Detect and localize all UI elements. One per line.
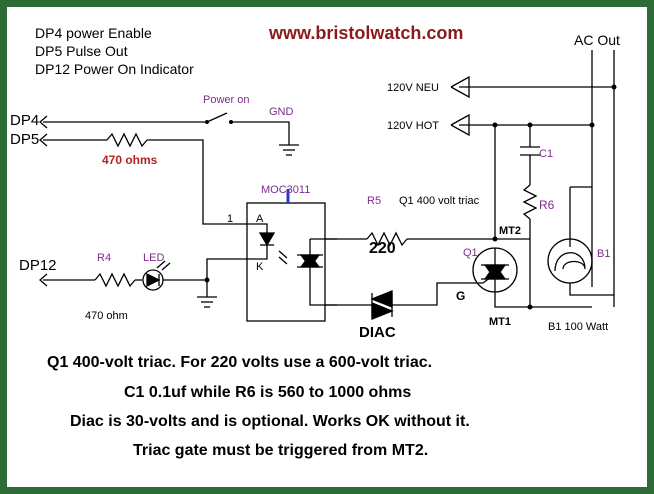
moc-label: MOC3011 xyxy=(261,184,310,196)
website-title: www.bristolwatch.com xyxy=(268,23,463,43)
r5-label: R5 xyxy=(367,195,381,207)
moc3011-box xyxy=(246,202,326,322)
schematic-frame: DP4 power Enable DP5 Pulse Out DP12 Powe… xyxy=(7,7,647,487)
diac-icon xyxy=(370,290,393,308)
gnd-label: GND xyxy=(269,106,294,118)
legend-line-1: DP4 power Enable xyxy=(35,25,152,41)
resistor-470-icon xyxy=(106,132,148,148)
dp5-arrow-icon xyxy=(39,133,48,147)
gate-wire xyxy=(392,282,483,306)
mt1-wire xyxy=(494,279,592,308)
dp4-arrow-icon xyxy=(39,115,48,129)
b1-desc-label: B1 100 Watt xyxy=(548,321,608,333)
mt2-wire xyxy=(407,125,496,240)
b1-label: B1 xyxy=(597,248,610,260)
r220-label: 220 xyxy=(369,240,396,257)
c1-label: C1 xyxy=(539,148,553,160)
r5-icon xyxy=(366,231,408,247)
neu-connector-icon xyxy=(450,75,470,99)
moc-led-icon xyxy=(258,232,276,247)
pin-a-label: A xyxy=(256,213,264,225)
g-label: G xyxy=(456,289,465,303)
r6-label: R6 xyxy=(539,198,555,212)
legend-line-3: DP12 Power On Indicator xyxy=(35,61,194,77)
note-3: Diac is 30-volts and is optional. Works … xyxy=(70,413,470,430)
dp12-label: DP12 xyxy=(19,257,57,274)
triac-schematic: DP4 power Enable DP5 Pulse Out DP12 Powe… xyxy=(10,23,620,459)
hot-connector-icon xyxy=(450,113,470,137)
dp5-label: DP5 xyxy=(10,131,39,148)
note-2: C1 0.1uf while R6 is 560 to 1000 ohms xyxy=(124,384,411,401)
note-1: Q1 400-volt triac. For 220 volts use a 6… xyxy=(47,354,432,371)
pin-k-label: K xyxy=(256,261,264,273)
mt1-label: MT1 xyxy=(489,316,511,328)
q1-desc-label: Q1 400 volt triac xyxy=(399,195,480,207)
dp4-label: DP4 xyxy=(10,112,39,129)
mt2-label: MT2 xyxy=(499,225,521,237)
r4-icon xyxy=(94,272,136,288)
legend-line-2: DP5 Pulse Out xyxy=(35,43,128,59)
pin1-label: 1 xyxy=(227,213,233,225)
dp5-to-anode-wire xyxy=(147,139,259,225)
power-on-label: Power on xyxy=(203,94,249,106)
r6-icon xyxy=(522,184,538,220)
q1-label: Q1 xyxy=(463,247,478,259)
switch-blade xyxy=(206,112,228,123)
r470-label: 470 ohms xyxy=(102,153,158,167)
led-label: LED xyxy=(143,252,164,264)
r4-label: R4 xyxy=(97,252,111,264)
note-4: Triac gate must be triggered from MT2. xyxy=(133,442,428,459)
r4-value-label: 470 ohm xyxy=(85,310,128,322)
hot-label: 120V HOT xyxy=(387,120,439,132)
diac-label: DIAC xyxy=(359,324,396,341)
gnd-wire xyxy=(231,121,290,145)
dp12-arrow-icon xyxy=(39,273,48,287)
neu-label: 120V NEU xyxy=(387,82,439,94)
ac-out-label: AC Out xyxy=(574,32,620,48)
